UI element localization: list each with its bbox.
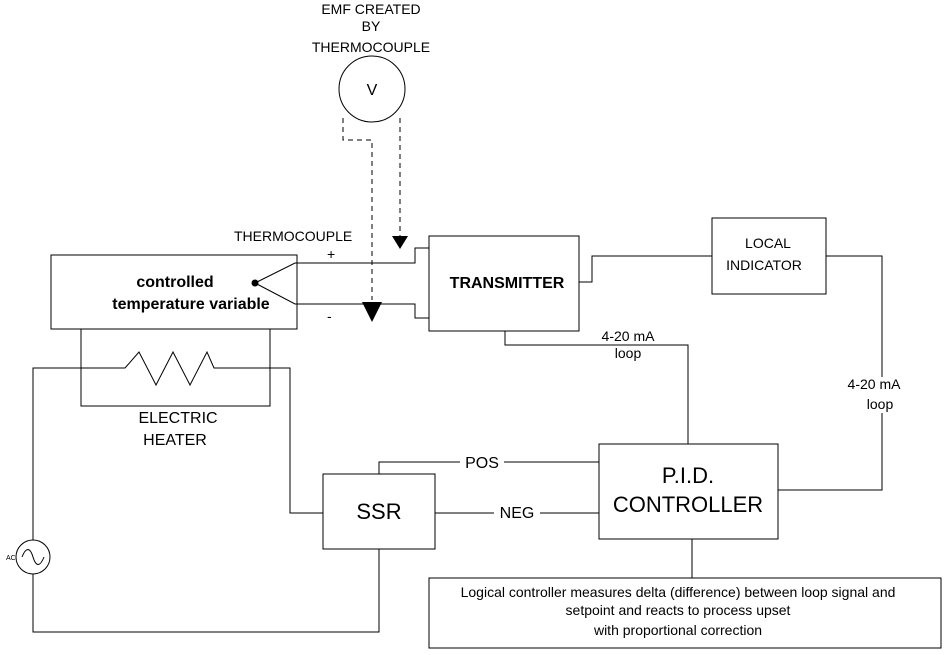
process-label-line-1: controlled [136,274,213,291]
indicator-to-pid-wire [778,255,883,491]
loop-left-line-2: loop [615,345,642,361]
local-indicator-line-1: LOCAL [745,235,791,251]
voltmeter-circle [338,55,406,123]
heater-label-line-2: HEATER [143,432,207,449]
transmitter-to-pid-wire [504,331,689,444]
thermocouple-wires [251,247,429,319]
pid-label-line-2: CONTROLLER [613,492,763,517]
neg-label: NEG [500,505,535,522]
transmitter-box [428,235,580,332]
emf-label-line-3: THERMOCOUPLE [312,39,430,55]
voltmeter-symbol: V [367,82,378,99]
pos-label: POS [465,455,499,472]
ac-return-wire [32,549,380,633]
loop-right-line-1: 4-20 mA [848,376,902,392]
note-line-2: setpoint and reacts to process upset [566,602,791,618]
negative-probe-arrow [362,302,382,322]
thermocouple-negative-wire [254,282,429,319]
local-indicator-box [711,217,827,295]
ac-source: AC [6,539,380,633]
ac-label: AC [6,555,16,562]
transmitter-to-indicator-wire [579,255,712,283]
process-box [50,254,298,330]
process-label-line-2: temperature variable [112,296,270,313]
loop-left-line-1: 4-20 mA [602,328,656,344]
electric-heater: ELECTRIC HEATER [32,329,323,548]
ssr-label: SSR [356,499,401,524]
emf-label-line-2: BY [362,18,381,34]
loop-right-label-bg [843,377,921,413]
transmitter-label: TRANSMITTER [450,275,565,292]
thermocouple-minus-sign: - [327,308,332,324]
note-line-1: Logical controller measures delta (diffe… [461,584,896,600]
note-box [428,577,942,649]
loop-right-line-2: loop [867,396,894,412]
heater-label-line-1: ELECTRIC [138,410,217,427]
local-indicator-line-2: INDICATOR [726,257,802,273]
thermocouple-plus-sign: + [327,246,335,262]
heater-element-wire [32,350,323,548]
thermocouple-label: THERMOCOUPLE [234,228,352,244]
sine-wave-icon [21,549,45,565]
emf-label-line-1: EMF CREATED [321,1,420,17]
pos-wire-left [378,461,460,474]
thermocouple-positive-wire [254,247,429,284]
voltmeter: EMF CREATED BY THERMOCOUPLE V [312,1,430,322]
positive-probe-arrow [392,236,408,249]
pid-controller-box [598,443,779,540]
note-line-3: with proportional correction [593,622,762,638]
voltmeter-lead-negative [342,118,373,300]
pid-label-line-1: P.I.D. [662,463,714,488]
